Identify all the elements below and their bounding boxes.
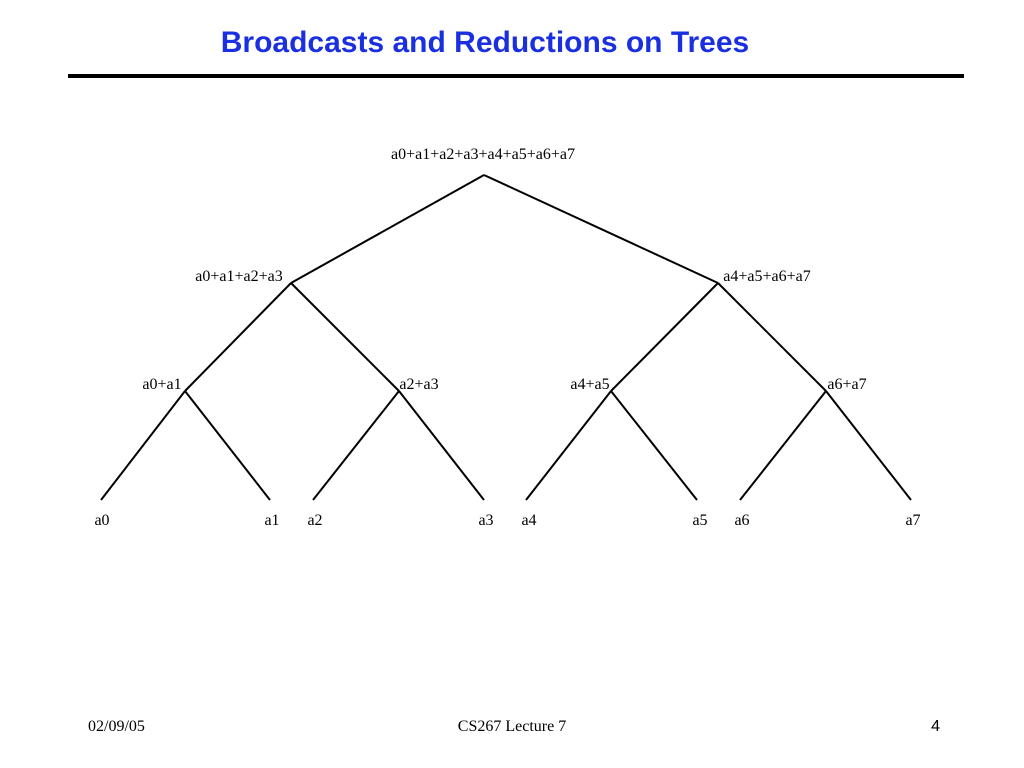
- tree-leaf-label: a0: [94, 512, 109, 529]
- tree-edge: [717, 282, 827, 392]
- tree-edge: [184, 390, 271, 501]
- tree-leaf-label: a6: [734, 512, 749, 529]
- tree-edge: [610, 390, 698, 501]
- tree-leaf-label: a2: [307, 512, 322, 529]
- tree-edge: [739, 390, 827, 501]
- tree-edge: [184, 282, 292, 392]
- tree-edge: [610, 282, 719, 392]
- tree-node-label: a2+a3: [399, 376, 438, 393]
- tree-root-label: a0+a1+a2+a3+a4+a5+a6+a7: [391, 146, 575, 163]
- footer-date: 02/09/05: [88, 718, 145, 735]
- tree-leaf-label: a5: [692, 512, 707, 529]
- tree-edge: [100, 390, 186, 501]
- tree-node-label: a6+a7: [827, 376, 866, 393]
- footer-page-number: 4: [931, 718, 940, 735]
- tree-node-label: a0+a1+a2+a3: [195, 268, 282, 285]
- title-divider: [68, 74, 964, 78]
- tree-node-label: a4+a5: [570, 376, 609, 393]
- tree-leaf-label: a4: [521, 512, 536, 529]
- tree-edge: [290, 174, 485, 284]
- tree-edge: [825, 390, 912, 501]
- footer-course-title: CS267 Lecture 7: [457, 718, 567, 735]
- tree-node-label: a0+a1: [142, 376, 181, 393]
- tree-edge: [525, 390, 612, 501]
- tree-leaf-label: a7: [905, 512, 920, 529]
- tree-leaf-label: a1: [264, 512, 279, 529]
- tree-leaf-label: a3: [478, 512, 493, 529]
- tree-edge: [483, 174, 719, 284]
- tree-edge: [312, 390, 400, 501]
- slide-title: Broadcasts and Reductions on Trees: [220, 26, 750, 59]
- tree-node-label: a4+a5+a6+a7: [723, 268, 810, 285]
- tree-edge: [290, 282, 400, 392]
- tree-edge: [398, 390, 485, 501]
